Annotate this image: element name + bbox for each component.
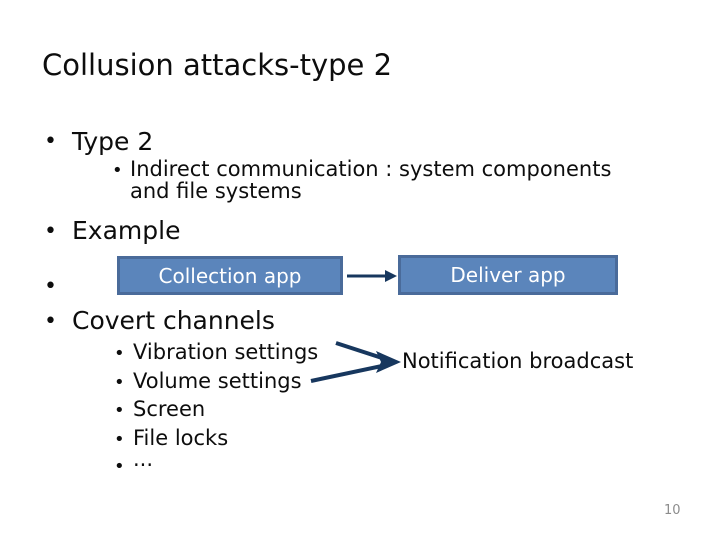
bullet-covert-channels: Covert channels bbox=[72, 306, 275, 335]
covert-arrow-lower-icon bbox=[310, 364, 383, 383]
list-item-screen: Screen bbox=[133, 397, 206, 421]
list-item-volume-settings: Volume settings bbox=[133, 369, 302, 393]
covert-arrow-upper-icon bbox=[335, 341, 383, 360]
bullet-icon: • bbox=[114, 429, 125, 450]
bullet-icon: • bbox=[44, 219, 57, 244]
bullet-icon: • bbox=[44, 274, 57, 299]
collection-app-box: Collection app bbox=[117, 256, 343, 295]
bullet-icon: • bbox=[114, 456, 125, 477]
list-item-vibration-settings: Vibration settings bbox=[133, 340, 319, 364]
list-item-ellipsis: ... bbox=[133, 447, 154, 471]
notification-broadcast-label: Notification broadcast bbox=[402, 349, 634, 373]
bullet-indirect-communication: Indirect communication : system componen… bbox=[130, 158, 611, 202]
indirect-line-2: and file systems bbox=[130, 179, 302, 203]
bullet-icon: • bbox=[114, 372, 125, 393]
deliver-app-box: Deliver app bbox=[398, 255, 618, 295]
covert-arrowhead-icon bbox=[376, 351, 401, 373]
page-number: 10 bbox=[664, 503, 681, 518]
bullet-icon: • bbox=[44, 309, 57, 334]
bullet-example: Example bbox=[72, 216, 181, 245]
bullet-icon: • bbox=[112, 160, 123, 181]
bullet-icon: • bbox=[44, 129, 57, 154]
bullet-icon: • bbox=[114, 343, 125, 364]
flow-arrow-icon bbox=[347, 270, 397, 282]
bullet-type2: Type 2 bbox=[72, 127, 154, 156]
indirect-line-1: Indirect communication : system componen… bbox=[130, 157, 612, 181]
list-item-file-locks: File locks bbox=[133, 426, 229, 450]
slide-title: Collusion attacks-type 2 bbox=[42, 48, 393, 82]
bullet-icon: • bbox=[114, 400, 125, 421]
